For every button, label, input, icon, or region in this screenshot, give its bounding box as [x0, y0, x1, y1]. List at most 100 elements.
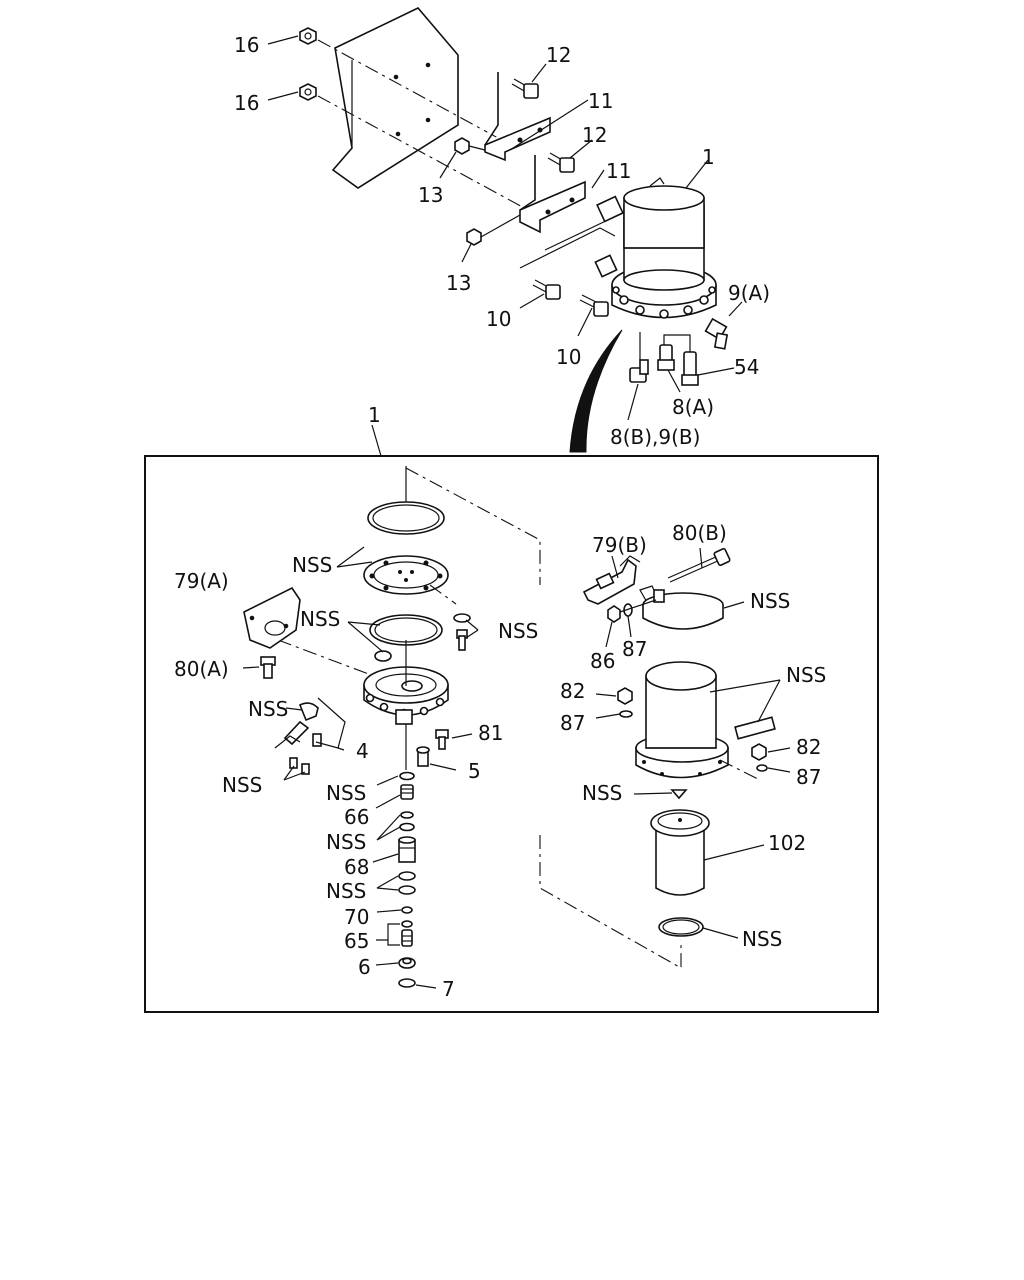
washer-70 — [401, 906, 413, 914]
nut-82b — [751, 743, 767, 761]
label-65: 65 — [344, 929, 369, 953]
label-80a: 80(A) — [174, 657, 229, 681]
label-4: 4 — [356, 739, 369, 763]
piston-68 — [398, 836, 416, 863]
o-ring-nss-bottom — [658, 917, 704, 937]
spring-66 — [400, 784, 414, 800]
valve-body — [363, 640, 449, 725]
air-dryer-assembly — [611, 177, 717, 319]
detail-box — [144, 455, 879, 1013]
cap-6 — [398, 957, 416, 969]
label-1-box: 1 — [368, 403, 381, 427]
label-16b: 16 — [234, 91, 259, 115]
label-12b: 12 — [582, 123, 607, 147]
bracket-79b — [582, 555, 641, 605]
nut-13-lower — [466, 228, 482, 246]
label-nss-2: NSS — [300, 607, 340, 631]
o-ring-nss-c1 — [398, 871, 416, 881]
fitting-9a — [704, 317, 729, 350]
label-87a: 87 — [622, 637, 647, 661]
label-11a: 11 — [588, 89, 613, 113]
bolt-81 — [435, 729, 449, 750]
label-79b: 79(B) — [592, 533, 647, 557]
label-1-top: 1 — [702, 145, 715, 169]
bracket-11-upper — [484, 116, 551, 162]
label-86: 86 — [590, 649, 615, 673]
label-6: 6 — [358, 955, 371, 979]
label-10a: 10 — [486, 307, 511, 331]
label-nss-10: NSS — [786, 663, 826, 687]
valve-plate — [363, 555, 449, 595]
fitting-54 — [681, 351, 699, 386]
label-7: 7 — [442, 977, 455, 1001]
label-68: 68 — [344, 855, 369, 879]
label-79a: 79(A) — [174, 569, 229, 593]
label-102: 102 — [768, 831, 806, 855]
bolt-10-left — [532, 279, 561, 300]
label-54: 54 — [734, 355, 759, 379]
fitting-8a — [657, 344, 675, 371]
label-66: 66 — [344, 805, 369, 829]
fitting-8b-9b — [629, 359, 649, 383]
nut-13-upper — [454, 137, 470, 155]
bolt-80a — [260, 656, 276, 679]
o-ring-nss-b1 — [400, 811, 414, 819]
nut-16-lower — [299, 83, 317, 101]
o-ring-nss-c2 — [398, 885, 416, 895]
heater-assembly-4 — [274, 702, 322, 775]
band-clamp — [642, 589, 724, 630]
detail-pointer-swoosh — [569, 329, 623, 453]
o-ring-small — [374, 650, 392, 662]
label-81: 81 — [478, 721, 503, 745]
o-ring-nss-a — [399, 771, 415, 781]
label-87b: 87 — [560, 711, 585, 735]
label-13b: 13 — [446, 271, 471, 295]
label-nss-3: NSS — [498, 619, 538, 643]
label-nss-4: NSS — [248, 697, 288, 721]
label-87c: 87 — [796, 765, 821, 789]
bolt-12-lower — [547, 152, 575, 173]
label-nss-12: NSS — [742, 927, 782, 951]
label-nss-11: NSS — [582, 781, 622, 805]
washer-87c — [756, 764, 768, 772]
label-nss-9: NSS — [750, 589, 790, 613]
bolt-80b — [667, 547, 731, 583]
label-sticker — [734, 716, 776, 740]
label-nss-5: NSS — [222, 773, 262, 797]
label-nss-7: NSS — [326, 830, 366, 854]
label-80b: 80(B) — [672, 521, 727, 545]
label-11b: 11 — [606, 159, 631, 183]
label-nss-6: NSS — [326, 781, 366, 805]
label-82a: 82 — [560, 679, 585, 703]
label-8b-9b: 8(B),9(B) — [610, 425, 700, 449]
label-70: 70 — [344, 905, 369, 929]
ring-7 — [398, 978, 416, 988]
cartridge-102 — [650, 809, 710, 896]
label-8a: 8(A) — [672, 395, 714, 419]
valve-5 — [416, 746, 430, 767]
label-12a: 12 — [546, 43, 571, 67]
label-10b: 10 — [556, 345, 581, 369]
label-82b: 82 — [796, 735, 821, 759]
label-5: 5 — [468, 759, 481, 783]
canister-housing — [635, 661, 729, 779]
screw-65 — [401, 929, 413, 947]
screw-nss — [456, 629, 468, 651]
label-16a: 16 — [234, 33, 259, 57]
drain-valve-nss — [670, 789, 688, 800]
frame-panel — [331, 7, 459, 189]
bolt-12-upper — [511, 78, 539, 99]
bracket-79a — [243, 586, 301, 649]
o-ring-nss-b2 — [399, 822, 415, 832]
label-nss-1: NSS — [292, 553, 332, 577]
nut-82a — [617, 687, 633, 705]
bolt-10-right — [579, 294, 609, 317]
bracket-11-lower — [519, 180, 586, 234]
nut-86 — [607, 605, 621, 623]
gasket-nss-1 — [367, 501, 445, 535]
nut-16-upper — [299, 27, 317, 45]
washer-87b — [619, 710, 633, 718]
label-13a: 13 — [418, 183, 443, 207]
label-9a: 9(A) — [728, 281, 770, 305]
